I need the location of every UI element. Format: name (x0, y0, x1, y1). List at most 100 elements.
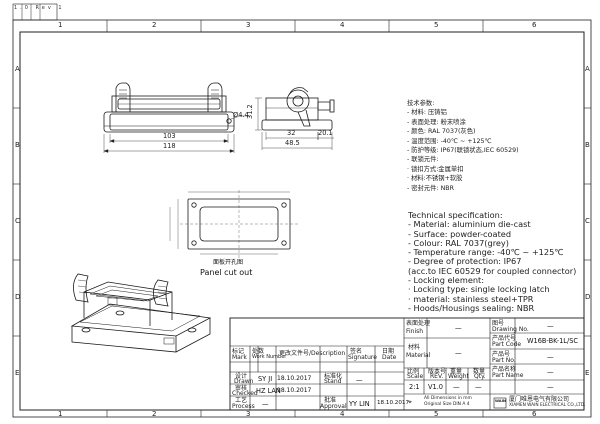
tb-date-cn: 日期 (382, 348, 395, 355)
revision-tag: 1.0 Rev 1 (14, 5, 65, 11)
spec-en-line: - Colour: RAL 7037(grey) (408, 237, 509, 248)
zone-left-b: B (15, 141, 20, 149)
tb-weight-cn: 重量 (450, 368, 463, 375)
spec-cn-line: - 温度范围: -40℃ ~ +125℃ (407, 137, 492, 145)
tb-weight-val: — (453, 383, 460, 391)
tb-blank-val: — (547, 383, 554, 391)
dim-side-c: 48.5 (285, 139, 300, 147)
zone-top-1: 1 (58, 21, 63, 29)
spec-en-block: Technical specification: - Material: alu… (408, 210, 577, 313)
tb-stand-cn: 标准化 (324, 373, 343, 380)
tb-date-en: Date (382, 354, 397, 361)
panel-cutout-label-cn: 面板开孔图 (213, 259, 244, 266)
spec-en-line: - Temperature range: -40℃ ~ +125℃ (408, 247, 564, 258)
tb-sign-cn: 签名 (350, 348, 363, 355)
spec-cn-line: - 防护等级: IP67(联锁状态,IEC 60529) (407, 147, 519, 155)
zone-bottom-3: 3 (246, 410, 251, 418)
zone-bottom-2: 2 (152, 410, 157, 418)
spec-en-line: - Surface: powder-coated (408, 228, 512, 239)
tb-stand-en: Stand (324, 378, 342, 385)
tb-scale-cn: 比例 (407, 368, 420, 375)
tb-part-no-val: — (547, 353, 554, 361)
dim-side-height: 31.2 (246, 104, 254, 119)
zone-bottom-5: 5 (434, 410, 439, 418)
zone-left-d: D (15, 293, 21, 301)
zone-left-e: E (15, 369, 20, 377)
dim-top-inner: 103 (163, 132, 176, 140)
zone-right-b: B (585, 141, 590, 149)
tb-drawing-no-val: — (547, 322, 554, 330)
zone-right-a: A (585, 65, 590, 73)
tb-part-name-cn: 产品名称 (492, 366, 517, 373)
zone-top-2: 2 (152, 21, 157, 29)
spec-en-line: · Locking type: single locking latch (408, 284, 550, 295)
tb-process-en: Process (232, 403, 255, 410)
company-logo-text: WAIN (495, 399, 506, 403)
tb-qty-en: Qty. (474, 373, 486, 380)
tb-part-code-val: W16B-BK-1L/SC (527, 337, 578, 345)
zone-bottom-1: 1 (58, 410, 63, 418)
tb-drawn-en: Drawn (234, 378, 254, 385)
tb-qty-val: — (475, 383, 482, 391)
zone-bottom-6: 6 (532, 410, 537, 418)
tb-scale-val: 2:1 (409, 383, 420, 391)
dim-side-b: 20.1 (318, 129, 333, 137)
tb-part-no-cn: 产品号 (492, 351, 511, 358)
tb-drawn-cn: 设计 (235, 373, 248, 380)
zone-right-d: D (585, 293, 591, 301)
tb-stand-val: — (356, 376, 363, 384)
tb-part-name-en: Part Name (492, 372, 524, 379)
tb-checked-cn: 审核 (235, 385, 248, 392)
tb-qty-cn: 数量 (473, 368, 486, 375)
zone-left-c: C (15, 217, 20, 225)
panel-cutout-label-en: Panel cut out (200, 268, 253, 277)
tb-approval-en: Approval (320, 403, 347, 410)
spec-cn-line: - 联锁元件: (407, 156, 439, 164)
zone-bottom-4: 4 (340, 410, 345, 418)
tb-scale-en: Scale (407, 373, 424, 380)
zone-top-5: 5 (434, 21, 439, 29)
tb-part-code-cn: 产品代号 (492, 335, 517, 342)
spec-en-line: (acc.to IEC 60529 for coupled connector) (408, 265, 577, 276)
tb-approval-name: YY LIN (349, 400, 370, 408)
dim-hole: Ø4.4 (233, 111, 249, 119)
side-view (261, 87, 335, 131)
tb-drawing-no-en: Drawing No. (492, 326, 529, 333)
tb-material-cn: 材料 (408, 344, 421, 351)
tb-approval-date: 18.10.2017 (377, 400, 410, 406)
spec-cn-line: · 材料:不锈钢+软胶 (407, 175, 463, 183)
spec-en-line: - Hoods/Housings sealing: NBR (408, 302, 535, 313)
zone-top-4: 4 (340, 21, 345, 29)
tb-rev-cn: 版本号 (428, 368, 447, 375)
spec-cn-line: - 材料: 压铸铝 (407, 109, 447, 117)
spec-en-line: - Locking element: (408, 275, 485, 286)
spec-en-line: - Degree of protection: IP67 (408, 256, 522, 267)
tb-sign-en: Signature (348, 354, 377, 361)
tb-material-en: Material (406, 352, 431, 359)
tb-weight-en: Weight (448, 373, 469, 380)
zone-right-e: E (585, 369, 590, 377)
spec-cn-line: · 锁扣方式:金属单扣 (407, 165, 464, 173)
tb-finish-cn: 表面处理 (406, 320, 431, 327)
tb-process-cn: 工艺 (235, 397, 248, 404)
tb-material-val: — (455, 349, 462, 357)
tb-rev-val: V1.0 (428, 383, 443, 391)
spec-en-line: - Material: aluminium die-cast (408, 219, 531, 230)
tb-change-cn: 更改文件号/Description (279, 350, 346, 357)
tb-checked-en: Checked (232, 390, 258, 397)
tb-drawn-date: 18.10.2017 (277, 375, 312, 382)
tb-projection-symbol: ⌖ (408, 398, 412, 406)
tb-units-1: All Dimensions in mm (424, 396, 472, 401)
spec-en-line: · material: stainless steel+TPR (408, 293, 534, 304)
tb-part-no-en: Part No. (492, 357, 516, 364)
tb-process-name: — (262, 400, 269, 408)
tb-part-name-val: — (547, 368, 554, 376)
dim-top-outer: 118 (163, 142, 176, 150)
tb-approval-cn: 批准 (324, 397, 337, 404)
spec-en-heading: Technical specification: (408, 210, 503, 220)
title-block-grid (229, 317, 585, 411)
zone-top-3: 3 (246, 21, 251, 29)
tb-checked-date: 18.10.2017 (277, 387, 312, 394)
spec-cn-line: - 密封元件: NBR (407, 184, 454, 192)
